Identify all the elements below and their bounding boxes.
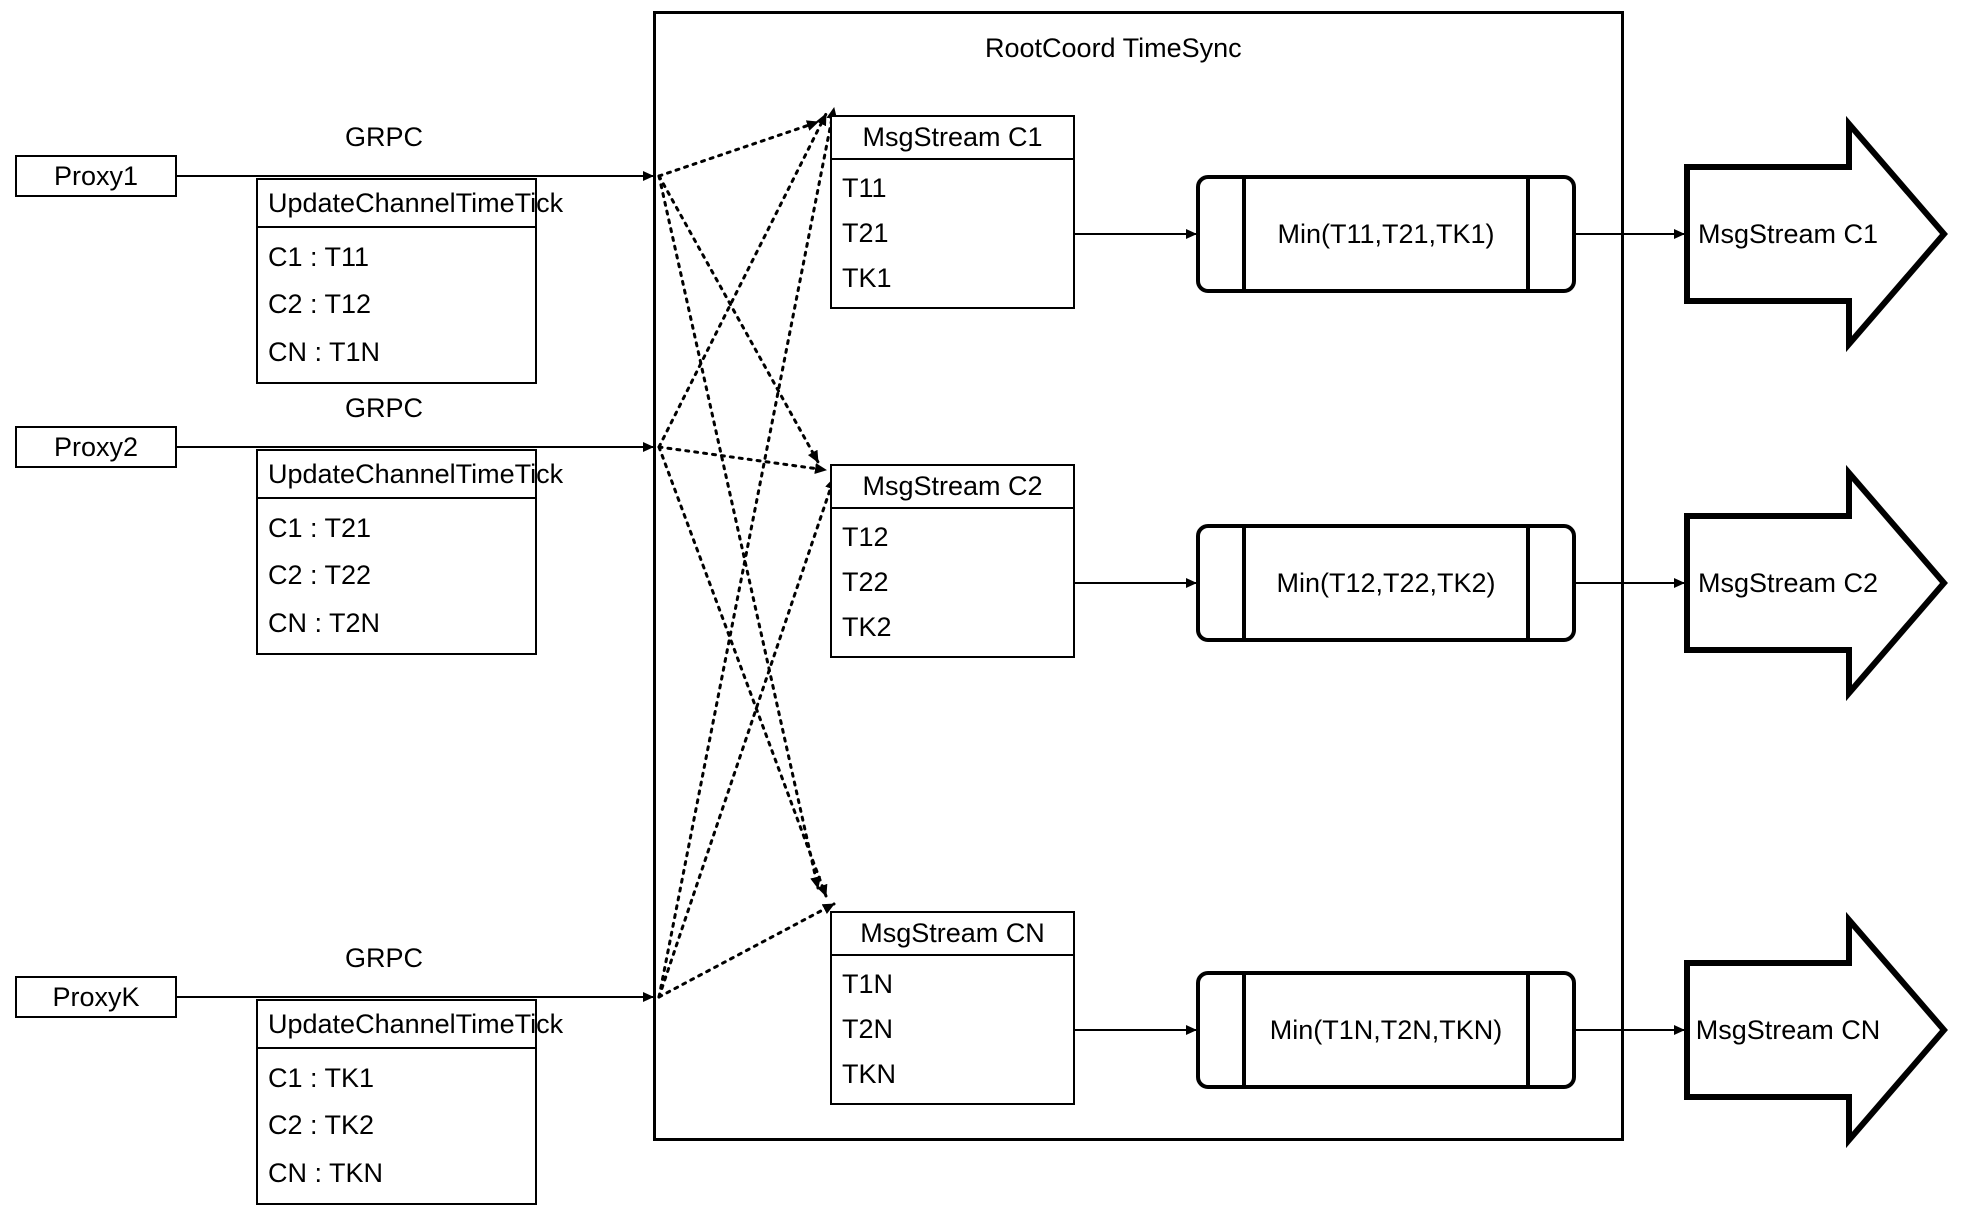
output-msgstream-label: MsgStream CN [1695, 1014, 1881, 1045]
output-msgstream-label: MsgStream C2 [1697, 567, 1879, 598]
msgstream-box-cn: MsgStream CN T1N T2N TKN [830, 911, 1075, 1105]
update-channel-timetick-header: UpdateChannelTimeTick [258, 1001, 563, 1049]
rootcoord-timesync-title: RootCoord TimeSync [985, 33, 1242, 63]
msgstream-row: T1N [842, 969, 894, 999]
msgstream-box-c2: MsgStream C2 T12 T22 TK2 [830, 464, 1075, 658]
update-channel-timetick-box-2: UpdateChannelTimeTick C1 : T21 C2 : T22 … [256, 449, 563, 655]
timetick-row: C1 : TK1 [268, 1063, 375, 1094]
update-channel-timetick-rows: C1 : T21 C2 : T22 CN : T2N [258, 499, 535, 653]
proxy-node-label: ProxyK [52, 981, 140, 1012]
output-msgstream-arrow-c2: MsgStream C2 [1693, 563, 1883, 603]
msgstream-row: T11 [842, 173, 887, 203]
msgstream-row: T22 [842, 567, 889, 597]
msgstream-header: MsgStream C2 [832, 466, 1073, 509]
msgstream-row: TK2 [842, 612, 892, 642]
timetick-row: CN : T2N [268, 607, 381, 638]
msgstream-row: TK1 [842, 263, 892, 293]
update-channel-timetick-box-1: UpdateChannelTimeTick C1 : T11 C2 : T12 … [256, 178, 563, 384]
proxy-node-1[interactable]: Proxy1 [15, 155, 177, 197]
msgstream-rows: T11 T21 TK1 [832, 160, 1073, 307]
msgstream-row: T2N [842, 1014, 894, 1044]
grpc-link-label-2: GRPC [345, 393, 424, 423]
msgstream-header: MsgStream C1 [832, 117, 1073, 160]
timetick-row: C1 : T21 [268, 513, 372, 544]
timetick-row: C2 : T22 [268, 560, 372, 591]
proxy-node-label: Proxy1 [53, 160, 139, 191]
min-reducer-label: Min(T11,T21,TK1) [1277, 218, 1495, 249]
min-reducer-c2: Min(T12,T22,TK2) [1196, 524, 1576, 642]
proxy-node-k[interactable]: ProxyK [15, 976, 177, 1018]
process-bar-left [1242, 175, 1246, 293]
proxy-node-label: Proxy2 [53, 431, 139, 462]
min-reducer-label: Min(T1N,T2N,TKN) [1269, 1014, 1503, 1045]
process-bar-left [1242, 971, 1246, 1089]
timetick-row: C1 : T11 [268, 242, 370, 273]
timetick-row: CN : TKN [268, 1157, 384, 1188]
rootcoord-timesync-container [653, 11, 1624, 1141]
grpc-link-label-k: GRPC [345, 943, 424, 973]
update-channel-timetick-rows: C1 : T11 C2 : T12 CN : T1N [258, 228, 535, 382]
output-msgstream-arrow-cn: MsgStream CN [1693, 1010, 1883, 1050]
output-msgstream-label: MsgStream C1 [1697, 218, 1879, 249]
output-msgstream-arrow-c1: MsgStream C1 [1693, 214, 1883, 254]
msgstream-row: T21 [842, 218, 889, 248]
min-reducer-c1: Min(T11,T21,TK1) [1196, 175, 1576, 293]
process-bar-left [1242, 524, 1246, 642]
update-channel-timetick-header: UpdateChannelTimeTick [258, 180, 563, 228]
msgstream-header: MsgStream CN [832, 913, 1073, 956]
process-bar-right [1526, 524, 1530, 642]
msgstream-row: TKN [842, 1059, 896, 1089]
msgstream-row: T12 [842, 522, 889, 552]
msgstream-rows: T12 T22 TK2 [832, 509, 1073, 656]
proxy-node-2[interactable]: Proxy2 [15, 426, 177, 468]
timetick-row: C2 : T12 [268, 289, 372, 320]
timetick-row: CN : T1N [268, 336, 381, 367]
update-channel-timetick-header: UpdateChannelTimeTick [258, 451, 563, 499]
min-reducer-label: Min(T12,T22,TK2) [1276, 567, 1496, 598]
msgstream-box-c1: MsgStream C1 T11 T21 TK1 [830, 115, 1075, 309]
update-channel-timetick-box-k: UpdateChannelTimeTick C1 : TK1 C2 : TK2 … [256, 999, 563, 1205]
min-reducer-cn: Min(T1N,T2N,TKN) [1196, 971, 1576, 1089]
update-channel-timetick-rows: C1 : TK1 C2 : TK2 CN : TKN [258, 1049, 535, 1203]
process-bar-right [1526, 175, 1530, 293]
timetick-row: C2 : TK2 [268, 1110, 375, 1141]
msgstream-rows: T1N T2N TKN [832, 956, 1073, 1103]
grpc-link-label-1: GRPC [345, 122, 424, 152]
process-bar-right [1526, 971, 1530, 1089]
